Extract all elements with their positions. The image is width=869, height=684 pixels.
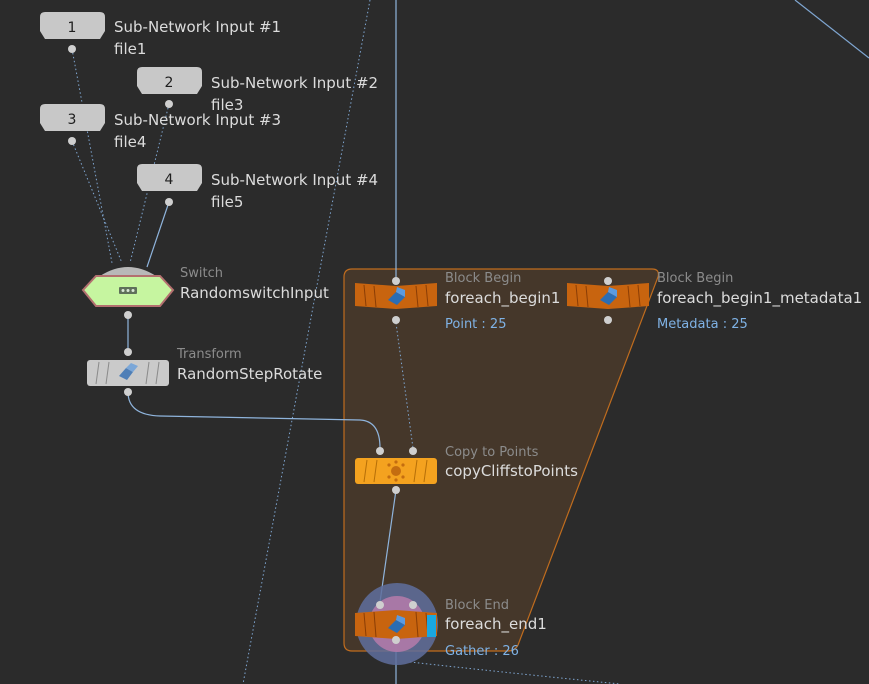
foreach-begin1-metadata1-info-label: Metadata : 25	[657, 317, 748, 332]
sni3-name-label: file4	[114, 133, 147, 151]
wire-sni3-switch	[71, 140, 123, 264]
switch-input-bar[interactable]	[100, 267, 156, 276]
wire-copy-end	[379, 489, 397, 603]
foreach-begin1-name-label: foreach_begin1	[445, 289, 561, 307]
switch-name-label: RandomswitchInput	[180, 284, 329, 302]
sni4-output-port[interactable]	[165, 198, 173, 206]
foreach-begin1-metadata1-name-label: foreach_begin1_metadata1	[657, 289, 863, 307]
transform-name-label: RandomStepRotate	[177, 365, 323, 383]
foreach-begin1-info-label: Point : 25	[445, 317, 507, 332]
wire-end-bottom-dotted	[409, 661, 621, 684]
foreach-end1-name-label: foreach_end1	[445, 615, 547, 633]
switch-type-label: Switch	[180, 266, 223, 281]
copy-name-label: copyCliffstoPoints	[445, 462, 578, 480]
foreach-end1-info-label: Gather : 26	[445, 644, 519, 659]
foreach-end1-output-port[interactable]	[392, 636, 400, 644]
wire-top-right	[794, 0, 869, 59]
transform-output-port[interactable]	[124, 388, 132, 396]
sni4-name-label: file5	[211, 193, 244, 211]
foreach-begin1-metadata1-input-port[interactable]	[604, 277, 612, 285]
sni4-number: 4	[165, 172, 174, 188]
sni1-output-port[interactable]	[68, 45, 76, 53]
foreach-begin1-output-port[interactable]	[392, 316, 400, 324]
copy-input-port-1[interactable]	[376, 447, 384, 455]
sni2-number: 2	[165, 75, 174, 91]
switch-output-port[interactable]	[124, 311, 132, 319]
sni3-shape[interactable]	[40, 104, 105, 131]
sni3-type-label: Sub-Network Input #3	[114, 111, 282, 129]
foreach-end1-type-label: Block End	[445, 598, 509, 613]
block-begin-icon	[600, 287, 617, 305]
wire-sni1-switch	[71, 48, 113, 264]
sni4-type-label: Sub-Network Input #4	[211, 171, 379, 189]
transform-input-port[interactable]	[124, 348, 132, 356]
sni3-number: 3	[68, 112, 77, 128]
foreach-end1-input-port-1[interactable]	[376, 601, 384, 609]
foreach-begin1-metadata1-output-port[interactable]	[604, 316, 612, 324]
sni2-name-label: file3	[211, 96, 244, 114]
foreach-block-background[interactable]	[343, 268, 659, 652]
copy-type-label: Copy to Points	[445, 445, 539, 460]
sni2-shape[interactable]	[137, 67, 202, 94]
sni1-type-label: Sub-Network Input #1	[114, 18, 282, 36]
sni2-output-port[interactable]	[165, 100, 173, 108]
foreach-begin1-input-port[interactable]	[392, 277, 400, 285]
transform-icon	[119, 363, 138, 380]
wire-sni2-switch	[129, 103, 170, 264]
foreach-begin1-type-label: Block Begin	[445, 271, 522, 286]
sni1-number: 1	[68, 20, 77, 36]
switch-icon	[119, 287, 137, 294]
copy-to-points-icon	[387, 460, 405, 482]
wire-sni4-switch	[146, 201, 170, 268]
sni1-name-label: file1	[114, 40, 147, 58]
wire-transform-copy	[127, 391, 381, 449]
block-begin-icon	[388, 287, 405, 305]
block-end-icon	[388, 615, 405, 633]
sni4-shape[interactable]	[137, 164, 202, 191]
foreach-end1-input-port-2[interactable]	[409, 601, 417, 609]
copy-output-port[interactable]	[392, 486, 400, 494]
transform-type-label: Transform	[177, 347, 242, 362]
sni1-shape[interactable]	[40, 12, 105, 39]
sni3-output-port[interactable]	[68, 137, 76, 145]
sni2-type-label: Sub-Network Input #2	[211, 74, 379, 92]
foreach-end1-display-flag[interactable]	[427, 615, 436, 637]
wire-metadata-end	[395, 322, 414, 449]
copy-input-port-2[interactable]	[409, 447, 417, 455]
foreach-begin1-metadata1-type-label: Block Begin	[657, 271, 734, 286]
